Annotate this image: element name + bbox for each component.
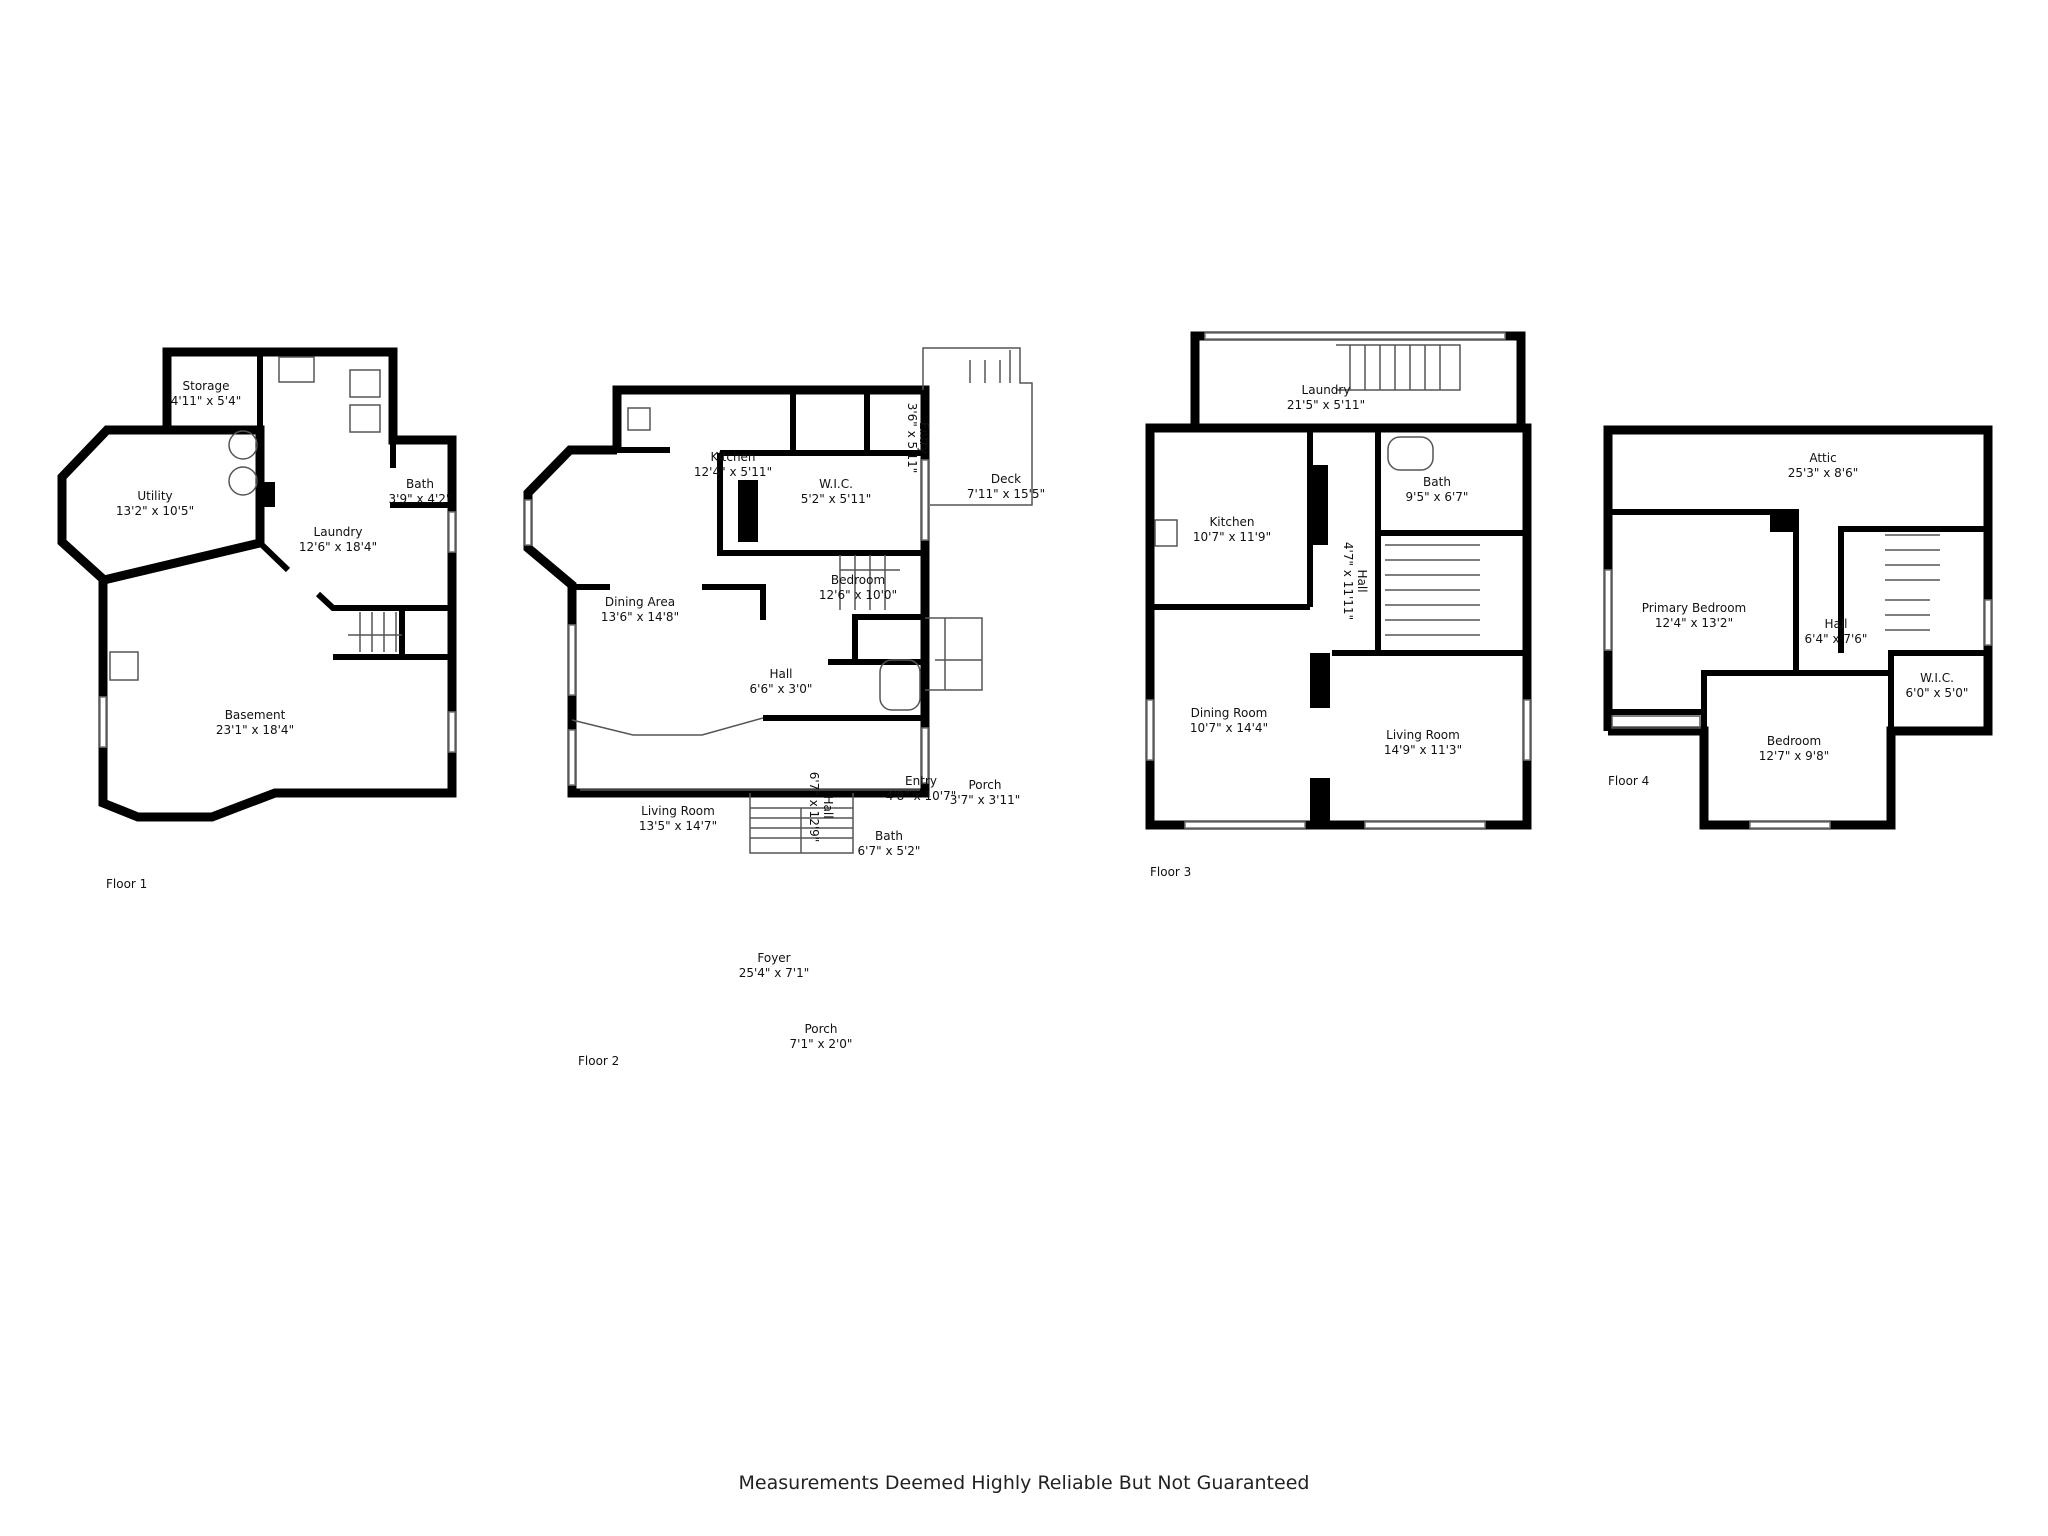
floor-2-plan [523,347,1033,854]
floor-label: Floor 2 [578,1054,619,1068]
room-label: Hall [769,667,792,681]
room-dims: 12'7" x 9'8" [1759,749,1830,763]
room-label: Bath [1423,475,1451,489]
room-label: Hall [1824,617,1847,631]
floor-label: Floor 3 [1150,865,1191,879]
room-dims: 7'11" x 15'5" [967,487,1045,501]
room-dims: 13'5" x 14'7" [639,819,717,833]
room-dims: 12'4" x 5'11" [694,465,772,479]
room-label: Living Room [641,804,715,818]
room-dims: 25'4" x 7'1" [739,966,810,980]
room-dims: 5'2" x 5'11" [801,492,872,506]
room-dims: 6'7" x 12'9" [807,772,821,843]
room-dims: 4'11" x 5'4" [171,394,242,408]
room-label: Bath [406,477,434,491]
room-label: Bath [875,829,903,843]
room-label: Dining Room [1191,706,1268,720]
floor-label: Floor 1 [106,877,147,891]
room-label: Deck [991,472,1021,486]
floor-1-plan [57,347,457,822]
room-dims: 13'2" x 10'5" [116,504,194,518]
room-dims: 6'7" x 5'2" [858,844,921,858]
room-label: W.I.C. [1920,671,1954,685]
room-label: Dining Area [605,595,675,609]
floor-label: Floor 4 [1608,774,1649,788]
room-dims: 10'7" x 14'4" [1190,721,1268,735]
disclaimer-footer: Measurements Deemed Highly Reliable But … [739,1472,1310,1494]
room-dims: 3'6" x 5'11" [905,403,919,474]
room-dims: 7'1" x 2'0" [790,1037,853,1051]
room-dims: 4'8" x 10'7" [886,789,957,803]
room-label: Living Room [1386,728,1460,742]
room-dims: 9'5" x 6'7" [1406,490,1469,504]
room-dims: 12'4" x 13'2" [1655,616,1733,630]
room-dims: 10'7" x 11'9" [1193,530,1271,544]
room-dims: 23'1" x 18'4" [216,723,294,737]
room-label: Attic [1809,451,1836,465]
room-label: Laundry [1302,383,1351,397]
room-label: Foyer [757,951,790,965]
room-label: Kitchen [1209,515,1254,529]
room-dims: 12'6" x 18'4" [299,540,377,554]
room-label: Basement [225,708,286,722]
room-label: Hall [1355,569,1369,592]
room-label: Storage [183,379,230,393]
floor-3-plan [1145,331,1532,830]
room-dims: 3'9" x 4'2" [389,492,452,506]
room-dims: 12'6" x 10'0" [819,588,897,602]
room-label: Porch [968,778,1001,792]
room-dims: 6'0" x 5'0" [1906,686,1969,700]
room-dims: 13'6" x 14'8" [601,610,679,624]
room-label: Bedroom [831,573,885,587]
room-label: Porch [804,1022,837,1036]
room-dims: 4'7" x 11'11" [1341,542,1355,620]
room-dims: 21'5" x 5'11" [1287,398,1365,412]
room-label: Utility [137,489,172,503]
room-label: W.I.C. [819,477,853,491]
room-dims: 6'6" x 3'0" [750,682,813,696]
room-label: Bedroom [1767,734,1821,748]
room-dims: 6'4" x 7'6" [1805,632,1868,646]
room-label: Entry [905,774,937,788]
room-dims: 3'7" x 3'11" [950,793,1021,807]
room-label: Entry [917,422,931,454]
floor-4-plan [1603,425,1993,830]
room-label: Primary Bedroom [1642,601,1746,615]
room-dims: 25'3" x 8'6" [1788,466,1859,480]
room-dims: 14'9" x 11'3" [1384,743,1462,757]
room-label: Laundry [314,525,363,539]
room-label: Kitchen [710,450,755,464]
room-label: Hall [821,795,835,818]
